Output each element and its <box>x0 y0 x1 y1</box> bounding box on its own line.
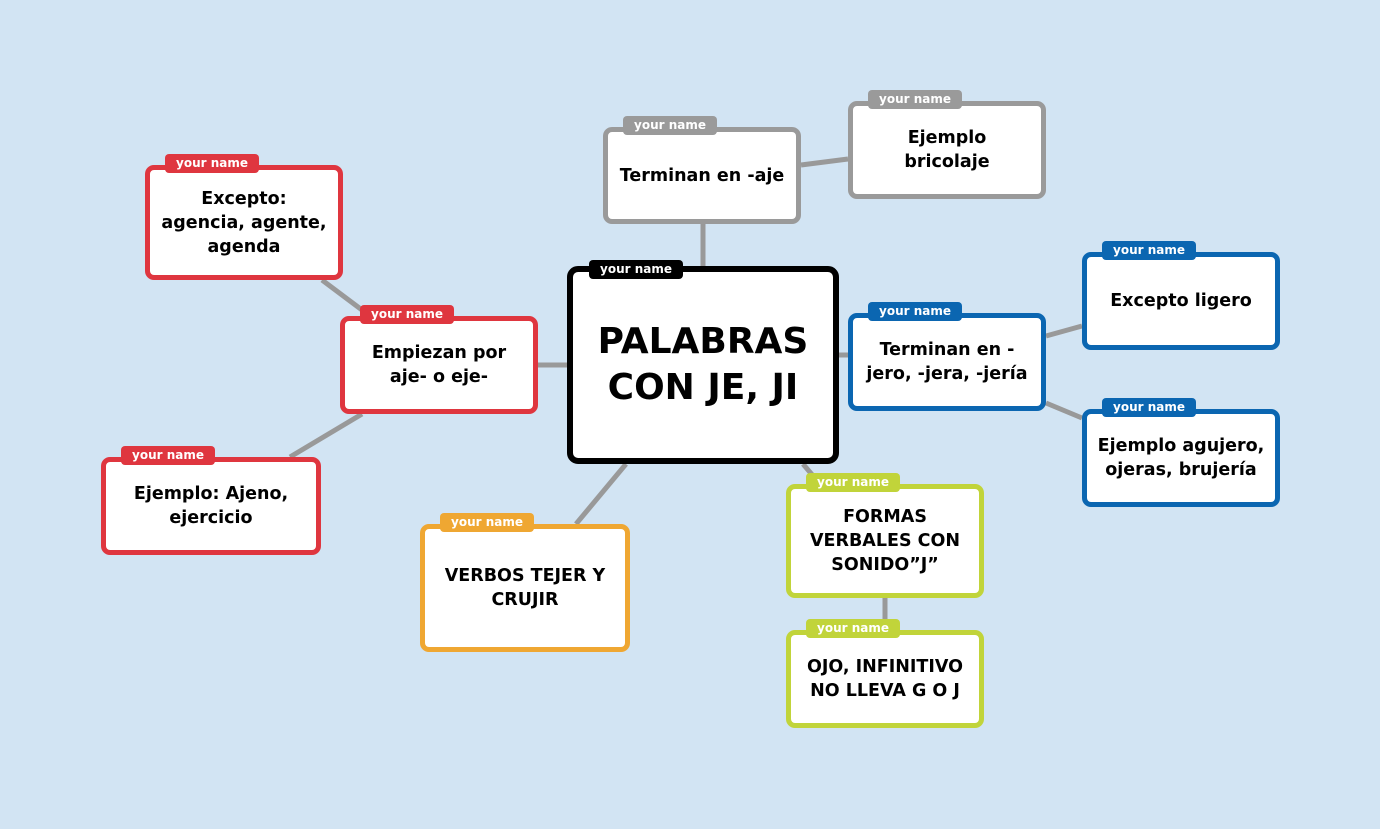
node-tag: your name <box>589 260 683 279</box>
node-text: Terminan en -jero, -jera, -jería <box>866 340 1028 384</box>
node-ejemplo-agujero[interactable]: your name Ejemplo agujero,ojeras, brujer… <box>1082 398 1280 507</box>
node-tag: your name <box>868 90 962 109</box>
connector-jero-ligero <box>1045 323 1083 339</box>
node-tag: your name <box>806 619 900 638</box>
node-tag: your name <box>623 116 717 135</box>
node-tag: your name <box>121 446 215 465</box>
connector-aje-bricolaje <box>800 156 849 168</box>
connector-empiezan-ajeno <box>288 411 364 460</box>
node-text: Ejemplo agujero,ojeras, brujería <box>1097 436 1265 480</box>
node-tag: your name <box>440 513 534 532</box>
node-tag: your name <box>1102 398 1196 417</box>
node-ejemplo-ajeno[interactable]: your name Ejemplo: Ajeno,ejercicio <box>101 446 321 555</box>
connector-central-tejer <box>574 462 628 526</box>
node-tag: your name <box>360 305 454 324</box>
connector-empiezan-excepto <box>320 278 364 312</box>
node-terminan-jero[interactable]: your name Terminan en -jero, -jera, -jer… <box>848 302 1046 411</box>
node-tag: your name <box>165 154 259 173</box>
node-text: Excepto ligero <box>1110 291 1252 311</box>
node-ejemplo-bricolaje[interactable]: your name Ejemplo bricolaje <box>848 90 1046 199</box>
node-terminan-aje[interactable]: your name Terminan en -aje <box>603 116 801 224</box>
node-text: Excepto:agencia, agente,agenda <box>161 188 327 257</box>
node-tag: your name <box>1102 241 1196 260</box>
node-text: Ejemplo: Ajeno,ejercicio <box>133 484 289 528</box>
node-text: Terminan en -aje <box>619 165 785 186</box>
node-excepto-ligero[interactable]: your name Excepto ligero <box>1082 241 1280 350</box>
connector-jero-agujero <box>1045 400 1083 421</box>
node-tag: your name <box>806 473 900 492</box>
node-excepto-agencia[interactable]: your name Excepto:agencia, agente,agenda <box>145 154 343 280</box>
node-tag: your name <box>868 302 962 321</box>
node-text: Ejemplo bricolaje <box>904 128 990 172</box>
